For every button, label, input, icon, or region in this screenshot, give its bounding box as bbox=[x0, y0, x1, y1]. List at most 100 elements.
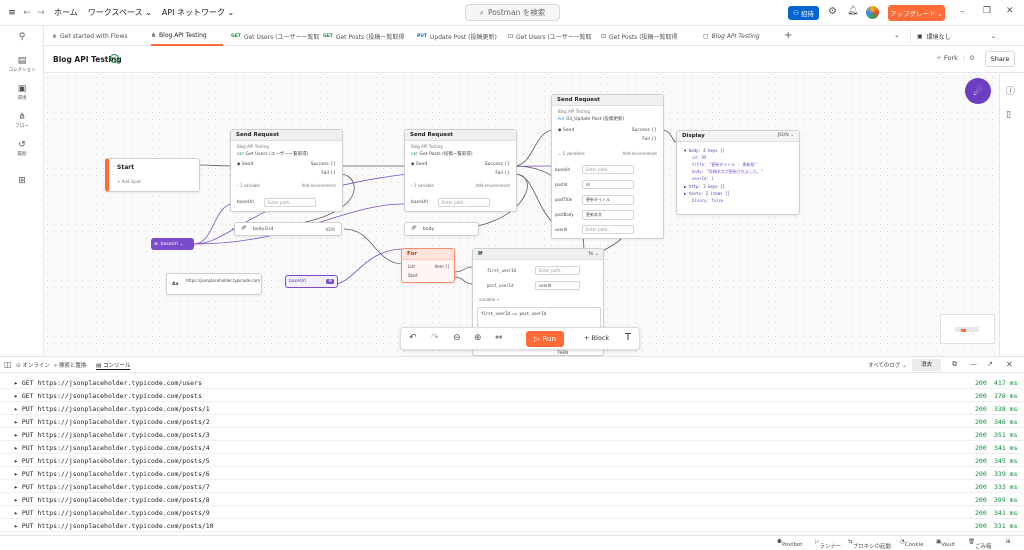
nav-workspaces[interactable]: ワークスペース ⌄ bbox=[87, 8, 152, 17]
path-input[interactable]: userId bbox=[535, 281, 580, 290]
send-port[interactable]: ◆ Send bbox=[558, 128, 575, 133]
send-request-block-3[interactable]: Send Request Blog API Testing PUT 03_Upd… bbox=[551, 94, 664, 239]
nav-api-network[interactable]: API ネットワーク ⌄ bbox=[161, 8, 235, 17]
select-path[interactable]: body.0.id bbox=[253, 227, 274, 232]
path-input[interactable]: id bbox=[582, 180, 634, 189]
log-filter-dropdown[interactable]: すべてのログ ⌄ bbox=[868, 363, 907, 369]
success-port[interactable]: Success {} bbox=[484, 162, 510, 167]
list-port[interactable]: List bbox=[408, 264, 415, 269]
log-row[interactable]: ▸ PUT https://jsonplaceholder.typicode.c… bbox=[0, 493, 1024, 506]
zoom-out-icon[interactable]: ⊖ bbox=[453, 333, 461, 343]
undo-icon[interactable]: ↶ bbox=[409, 333, 417, 343]
avatar[interactable] bbox=[866, 6, 879, 19]
log-row[interactable]: ▸ PUT https://jsonplaceholder.typicode.c… bbox=[0, 402, 1024, 415]
upgrade-button[interactable]: アップグレード ⌄ bbox=[888, 5, 945, 21]
sidebar-toggle-icon[interactable]: ◫ bbox=[4, 360, 12, 369]
sidebar-item-environments[interactable]: ▣環境 bbox=[0, 84, 44, 101]
postbot-button[interactable]: ⚉ Postbot bbox=[777, 539, 803, 548]
text-value[interactable]: https://jsonplaceholder.typicode.com bbox=[186, 278, 260, 283]
close-console-icon[interactable]: ✕ bbox=[1006, 360, 1013, 369]
new-tab-plus-icon[interactable]: + bbox=[784, 30, 793, 41]
invite-button[interactable]: ⚇ 招待 bbox=[788, 6, 819, 20]
send-request-block-2[interactable]: Send Request Blog API Testing GET Get Po… bbox=[404, 129, 517, 212]
json-line[interactable]: ▼ body: 4 keys {} bbox=[684, 148, 725, 153]
tab-get-posts-2[interactable]: ⊡Get Posts (投稿一覧取得 bbox=[601, 26, 678, 46]
notification-icon[interactable]: 🔔︎ bbox=[847, 6, 859, 16]
tab-get-users-2[interactable]: ⊡Get Users (ユーザー一覧取 bbox=[508, 26, 592, 46]
fit-view-icon[interactable]: ⇔ bbox=[495, 333, 503, 343]
menu-icon[interactable]: ≡ bbox=[8, 7, 16, 18]
path-input[interactable]: Enter path... bbox=[582, 165, 634, 174]
log-row[interactable]: ▸ PUT https://jsonplaceholder.typicode.c… bbox=[0, 519, 1024, 532]
success-port[interactable]: Success {} bbox=[310, 162, 336, 167]
send-port[interactable]: ◆ Send bbox=[411, 162, 428, 167]
path-input[interactable]: Enter path... bbox=[582, 225, 634, 234]
fork-button[interactable]: ⑂ Fork | 0 bbox=[937, 54, 975, 62]
log-row[interactable]: ▸ PUT https://jsonplaceholder.typicode.c… bbox=[0, 454, 1024, 467]
variables-count[interactable]: › 1 variable bbox=[237, 183, 260, 188]
select-block-1[interactable]: 🔗︎ body.0.id NEW bbox=[234, 222, 342, 236]
fail-port[interactable]: Fail {} bbox=[495, 171, 510, 176]
log-row[interactable]: ▸ PUT https://jsonplaceholder.typicode.c… bbox=[0, 415, 1024, 428]
json-line[interactable]: ▶ tests: 2 items [] bbox=[684, 191, 730, 196]
log-row[interactable]: ▸ GET https://jsonplaceholder.typicode.c… bbox=[0, 376, 1024, 389]
log-row[interactable]: ▸ PUT https://jsonplaceholder.typicode.c… bbox=[0, 480, 1024, 493]
sidebar-item-collections[interactable]: ▤コレクション bbox=[0, 56, 44, 73]
online-status[interactable]: ⊙ オンライン bbox=[16, 363, 50, 369]
request-selector[interactable]: PUT 03_Update Post (投稿更新) bbox=[558, 116, 624, 122]
vault-button[interactable]: ▣ Vault bbox=[936, 539, 956, 548]
path-input[interactable]: Enter path... bbox=[438, 198, 490, 207]
copy-icon[interactable]: ⧉ bbox=[952, 360, 957, 368]
text-input[interactable]: 更新タイトル bbox=[582, 195, 634, 205]
select-block-2[interactable]: 🔗︎ body bbox=[404, 222, 479, 236]
expand-icon[interactable]: ↗ bbox=[987, 360, 993, 368]
console-tab[interactable]: ▤ コンソール bbox=[96, 363, 131, 370]
log-row[interactable]: ▸ PUT https://jsonplaceholder.typicode.c… bbox=[0, 441, 1024, 454]
format-selector[interactable]: JSON ⌄ bbox=[777, 133, 794, 138]
text-input[interactable]: 更新本文 bbox=[582, 210, 634, 220]
if-options-icon[interactable]: fx ⌄ bbox=[588, 251, 600, 257]
add-environment-button[interactable]: Add environment bbox=[475, 183, 511, 188]
variables-count[interactable]: › 1 variable bbox=[411, 183, 434, 188]
fail-port[interactable]: Fail {} bbox=[321, 171, 336, 176]
path-input[interactable]: Enter path... bbox=[264, 198, 316, 207]
tab-blog-api-testing[interactable]: ⋔Blog API Testing bbox=[151, 26, 223, 46]
zoom-in-icon[interactable]: ⊕ bbox=[474, 333, 482, 343]
baseurl-output-block[interactable]: baseUrl ⊕ bbox=[285, 275, 338, 288]
forward-arrow-icon[interactable]: → bbox=[37, 7, 45, 18]
send-request-block-1[interactable]: Send Request Blog API Testing GET Get Us… bbox=[230, 129, 343, 212]
tab-blog-api-testing-2[interactable]: ▢Blog API Testing bbox=[703, 26, 760, 46]
for-block[interactable]: For List Item {} Start bbox=[401, 248, 455, 283]
collapse-icon[interactable]: — bbox=[970, 360, 977, 368]
sidebar-item-flows[interactable]: ⋔フロー bbox=[0, 112, 44, 129]
then-port[interactable]: THEN bbox=[555, 350, 570, 355]
cookie-button[interactable]: ◔ Cookie bbox=[900, 539, 924, 548]
log-row[interactable]: ▸ PUT https://jsonplaceholder.typicode.c… bbox=[0, 467, 1024, 480]
back-arrow-icon[interactable]: ← bbox=[23, 7, 31, 18]
sidebar-item-history[interactable]: ↺履歴 bbox=[0, 140, 44, 157]
find-replace-tab[interactable]: ⌕ 検索と置換 bbox=[54, 363, 87, 369]
add-input-button[interactable]: + Add input bbox=[117, 179, 141, 184]
help-icon[interactable]: ⊞ bbox=[1006, 539, 1011, 545]
runner-button[interactable]: ▷ ランナー bbox=[815, 539, 842, 550]
add-variable-button[interactable]: variable + bbox=[479, 297, 500, 302]
fail-port[interactable]: Fail {} bbox=[642, 137, 657, 142]
redo-icon[interactable]: ↷ bbox=[431, 333, 439, 343]
close-window-icon[interactable]: ✕ bbox=[1006, 6, 1014, 16]
add-environment-button[interactable]: Add environment bbox=[301, 183, 337, 188]
item-port[interactable]: Item {} bbox=[434, 264, 450, 269]
run-button[interactable]: ▷Run bbox=[526, 331, 564, 347]
request-selector[interactable]: GET Get Users (ユーザー一覧取得) bbox=[237, 151, 308, 157]
flow-canvas[interactable]: Start + Add input Send Request Blog API … bbox=[44, 74, 999, 356]
share-button[interactable]: Share bbox=[985, 51, 1015, 67]
add-environment-button[interactable]: Add environment bbox=[622, 151, 658, 156]
send-port[interactable]: ◆ Send bbox=[237, 162, 254, 167]
trash-button[interactable]: 🗑︎ ごみ箱 bbox=[968, 539, 992, 550]
sidebar-user[interactable]: ⚲ bbox=[0, 32, 44, 43]
add-block-button[interactable]: + Block bbox=[584, 334, 610, 342]
select-path[interactable]: body bbox=[423, 227, 435, 232]
